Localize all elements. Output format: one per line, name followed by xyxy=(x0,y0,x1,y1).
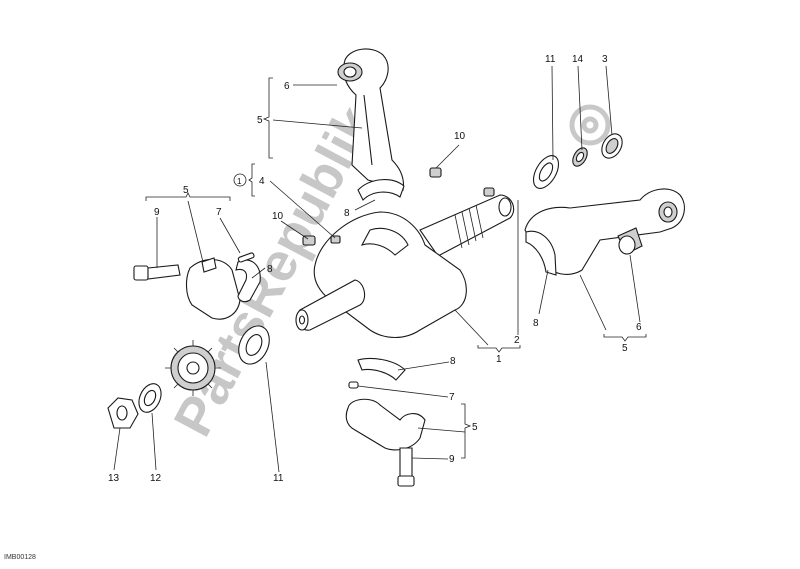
left-bearing-shell xyxy=(235,259,261,303)
thrust-washer-right xyxy=(532,155,560,189)
plug-4 xyxy=(330,235,341,244)
callout-11-right: 11 xyxy=(545,54,556,65)
callout-3: 3 xyxy=(602,54,608,65)
callout-5-upper: 5 xyxy=(257,115,263,126)
callout-1: 1 xyxy=(496,354,502,365)
washer-12 xyxy=(138,383,162,413)
bottom-bearing-shell xyxy=(357,357,406,381)
callout-6-right: 6 xyxy=(636,322,642,333)
callout-8-right: 8 xyxy=(533,318,539,329)
dowel-left xyxy=(302,235,316,246)
callout-6-upper: 6 xyxy=(284,81,290,92)
left-bolt xyxy=(133,264,181,281)
bottom-bolt xyxy=(397,447,415,487)
callout-12: 12 xyxy=(150,473,162,484)
callout-10-left: 10 xyxy=(272,211,284,222)
callout-8-upper: 8 xyxy=(344,208,350,219)
watermark-gear-icon xyxy=(569,104,611,146)
right-connecting-rod xyxy=(524,188,685,275)
bottom-pin xyxy=(348,381,359,389)
dowel-center xyxy=(429,167,442,178)
callout-4: 4 xyxy=(259,176,265,187)
callout-7-bottom: 7 xyxy=(449,392,455,403)
left-rod-cap xyxy=(185,257,241,320)
callout-11-bottom: 11 xyxy=(273,473,284,484)
bearing-3 xyxy=(601,133,623,159)
ring-14 xyxy=(572,147,588,167)
callout-8-left: 8 xyxy=(267,264,273,275)
upper-connecting-rod xyxy=(337,48,404,191)
dowel-right xyxy=(483,187,495,197)
circled-marker xyxy=(233,173,247,187)
callout-7-left: 7 xyxy=(216,207,222,218)
right-bushing xyxy=(617,227,643,255)
callout-10-center: 10 xyxy=(454,131,466,142)
drawing-code: IMB00128 xyxy=(4,554,36,561)
callout-9-bottom: 9 xyxy=(449,454,455,465)
upper-bearing-shell xyxy=(357,179,405,201)
right-bearing-shell xyxy=(525,230,557,276)
callout-9-left: 9 xyxy=(154,207,160,218)
left-pin xyxy=(237,252,255,263)
callout-5-left: 5 xyxy=(183,185,189,196)
callout-14: 14 xyxy=(572,54,584,65)
washer-11-bottom xyxy=(238,325,270,365)
leader-lines xyxy=(113,65,647,473)
crankshaft xyxy=(295,194,515,339)
callout-labels: 6 5 1 4 8 10 10 5 9 7 8 11 14 3 2 1 8 6 … xyxy=(108,54,642,484)
callout-8-bottom: 8 xyxy=(450,356,456,367)
callout-5-bottom: 5 xyxy=(472,422,478,433)
timing-gear xyxy=(165,340,221,396)
callout-1-circled: 1 xyxy=(237,177,242,186)
callout-13: 13 xyxy=(108,473,120,484)
bottom-rod-cap xyxy=(345,398,426,451)
nut-13 xyxy=(107,397,139,429)
callout-5-right: 5 xyxy=(622,343,628,354)
callout-2: 2 xyxy=(514,335,520,346)
